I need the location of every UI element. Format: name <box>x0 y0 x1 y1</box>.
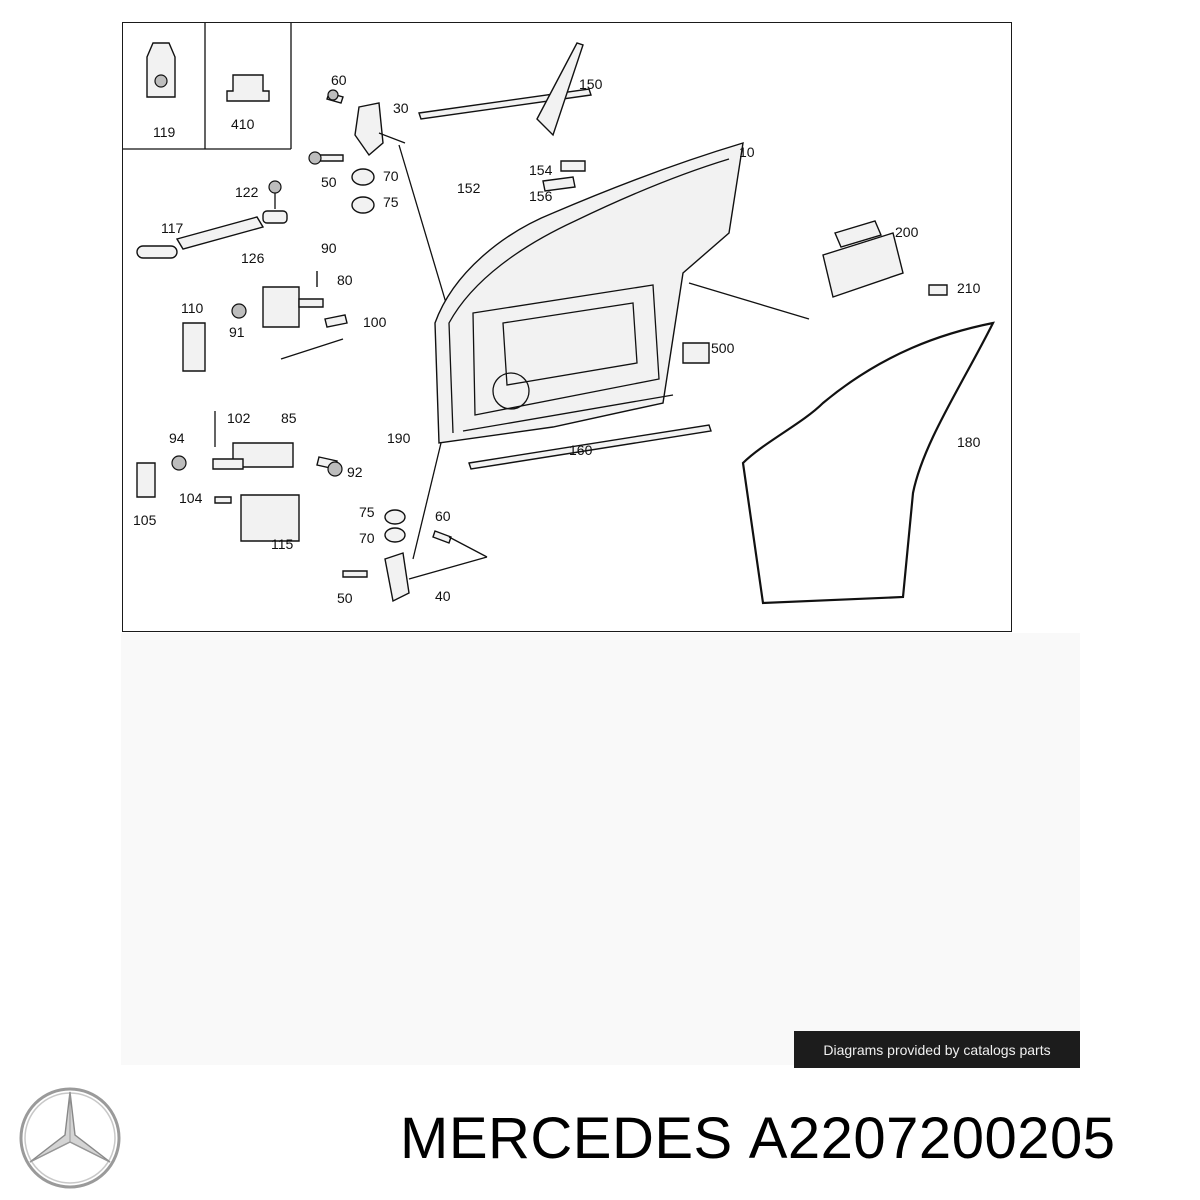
callout-152: 152 <box>457 180 481 196</box>
callout-75-lower: 75 <box>359 504 375 520</box>
callout-100: 100 <box>363 314 387 330</box>
upper-hinge-icon <box>354 102 384 157</box>
callout-90: 90 <box>321 240 337 256</box>
nut-icon <box>351 168 375 186</box>
door-frame-icon <box>434 142 744 444</box>
check-strap-icon <box>262 286 300 328</box>
callout-91: 91 <box>229 324 245 340</box>
lock-module-group <box>822 220 948 298</box>
callout-410: 410 <box>231 116 255 132</box>
inset-panel <box>123 23 292 150</box>
lower-hinge-icon <box>384 552 410 603</box>
parts-diagram: 119 410 60 30 50 70 75 122 117 126 90 80… <box>122 22 1012 632</box>
callout-60: 60 <box>331 72 347 88</box>
callout-92: 92 <box>347 464 363 480</box>
callout-160: 160 <box>569 442 593 458</box>
callout-115: 115 <box>271 536 294 552</box>
callout-119: 119 <box>153 124 176 140</box>
nut-icon <box>384 527 406 543</box>
callout-105: 105 <box>133 512 157 528</box>
callout-94: 94 <box>169 430 185 446</box>
brand-name: MERCEDES <box>400 1106 733 1171</box>
callout-labels: 119 410 60 30 50 70 75 122 117 126 90 80… <box>133 72 981 606</box>
washer-icon <box>351 196 375 214</box>
callout-126: 126 <box>241 250 265 266</box>
image-backdrop <box>121 633 1080 1065</box>
callout-154: 154 <box>529 162 553 178</box>
belt-molding-icon <box>418 88 592 120</box>
callout-50: 50 <box>321 174 337 190</box>
callout-200: 200 <box>895 224 919 240</box>
callout-60-lower: 60 <box>435 508 451 524</box>
sill-molding-icon <box>468 424 712 470</box>
callout-500: 500 <box>711 340 735 356</box>
callout-150: 150 <box>579 76 603 92</box>
washer-icon <box>384 509 406 525</box>
grommet-icon <box>146 42 176 98</box>
credit-banner: Diagrams provided by catalogs parts <box>794 1031 1080 1068</box>
callout-10: 10 <box>739 144 755 160</box>
callout-30: 30 <box>393 100 409 116</box>
callout-110: 110 <box>181 300 204 316</box>
callout-102: 102 <box>227 410 251 426</box>
callout-180: 180 <box>957 434 981 450</box>
door-seal-icon <box>741 321 995 605</box>
callout-156: 156 <box>529 188 553 204</box>
part-number: A2207200205 <box>748 1106 1116 1171</box>
strut-icon <box>136 245 178 259</box>
callout-70-lower: 70 <box>359 530 375 546</box>
callout-80: 80 <box>337 272 353 288</box>
callout-104: 104 <box>179 490 203 506</box>
callout-75: 75 <box>383 194 399 210</box>
exploded-door-diagram: 119 410 60 30 50 70 75 122 117 126 90 80… <box>123 23 995 606</box>
callout-122: 122 <box>235 184 259 200</box>
door-shell <box>418 42 810 470</box>
bolt-icon <box>432 530 452 544</box>
window-trim-icon <box>536 42 584 137</box>
callout-85: 85 <box>281 410 297 426</box>
mercedes-star-icon <box>19 1087 121 1189</box>
callout-40: 40 <box>435 588 451 604</box>
clip-icon <box>226 74 270 102</box>
callout-210: 210 <box>957 280 981 296</box>
door-check-group <box>136 180 348 372</box>
pin-icon <box>928 284 948 296</box>
lock-module-icon <box>822 232 904 298</box>
lower-hinge-group <box>136 411 488 603</box>
callout-117: 117 <box>161 220 184 236</box>
callout-50-lower: 50 <box>337 590 353 606</box>
upper-hinge-group <box>308 89 450 314</box>
callout-70: 70 <box>383 168 399 184</box>
callout-190: 190 <box>387 430 411 446</box>
bolt-icon <box>342 570 368 578</box>
